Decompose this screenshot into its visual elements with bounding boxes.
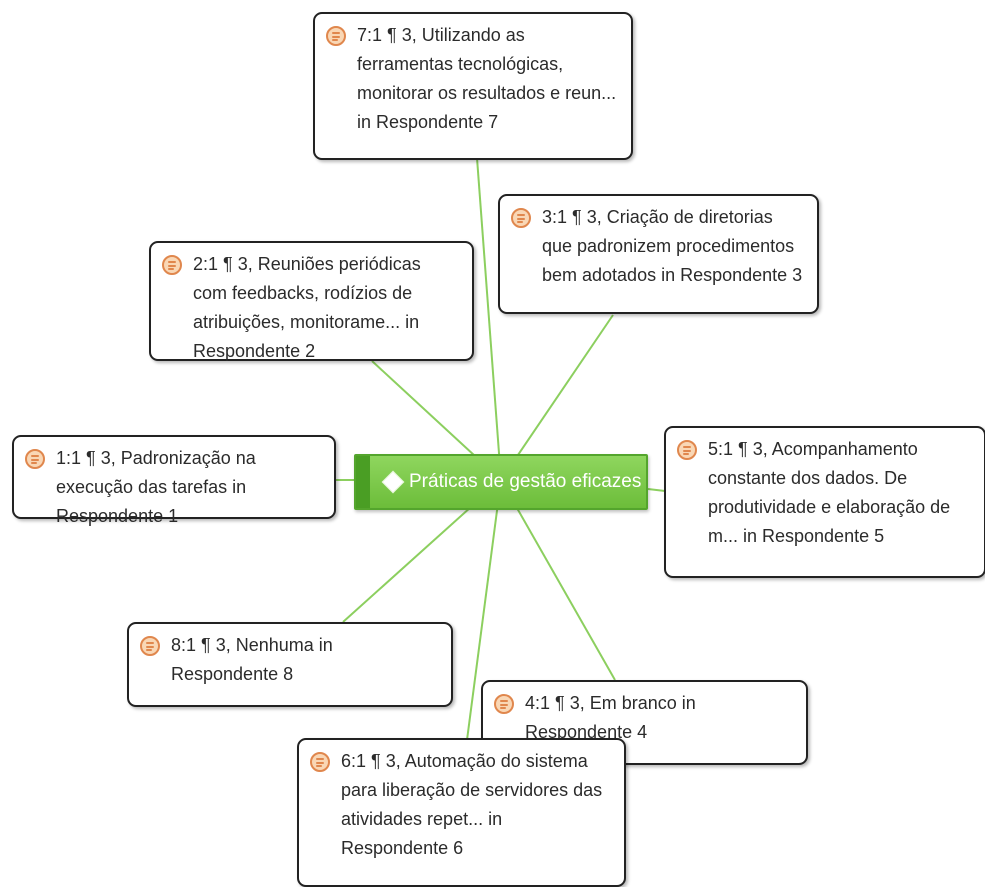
code-node-praticas-de-gestao-eficazes[interactable]: Práticas de gestão eficazes xyxy=(354,454,648,510)
link-q5 xyxy=(647,488,666,492)
quotation-icon xyxy=(326,26,346,46)
code-color-strip xyxy=(356,456,370,508)
quotation-icon xyxy=(162,255,182,275)
quotation-node-q7[interactable]: 7:1 ¶ 3, Utilizando as ferramentas tecno… xyxy=(313,12,633,160)
code-label: Práticas de gestão eficazes xyxy=(409,471,642,492)
quotation-text: 1:1 ¶ 3, Padronização na execução das ta… xyxy=(56,448,256,526)
quotation-text: 6:1 ¶ 3, Automação do sistema para liber… xyxy=(341,751,603,858)
quotation-icon xyxy=(677,440,697,460)
link-q6 xyxy=(466,479,502,741)
quotation-icon xyxy=(310,752,330,772)
quotation-icon xyxy=(25,449,45,469)
quotation-node-q3[interactable]: 3:1 ¶ 3, Criação de diretorias que padro… xyxy=(498,194,819,314)
quotation-icon xyxy=(140,636,160,656)
link-q4 xyxy=(500,479,616,681)
quotation-text: 4:1 ¶ 3, Em branco in Respondente 4 xyxy=(525,693,696,742)
quotation-icon xyxy=(511,208,531,228)
quotation-node-q8[interactable]: 8:1 ¶ 3, Nenhuma in Respondente 8 xyxy=(127,622,453,707)
link-q7 xyxy=(476,157,502,481)
quotation-text: 8:1 ¶ 3, Nenhuma in Respondente 8 xyxy=(171,635,333,684)
quotation-node-q5[interactable]: 5:1 ¶ 3, Acompanhamento constante dos da… xyxy=(664,426,985,578)
quotation-text: 5:1 ¶ 3, Acompanhamento constante dos da… xyxy=(708,439,951,546)
quotation-icon xyxy=(494,694,514,714)
quotation-node-q2[interactable]: 2:1 ¶ 3, Reuniões periódicas com feedbac… xyxy=(149,241,474,361)
quotation-text: 2:1 ¶ 3, Reuniões periódicas com feedbac… xyxy=(193,254,421,361)
quotation-text: 7:1 ¶ 3, Utilizando as ferramentas tecno… xyxy=(357,25,617,132)
diamond-icon xyxy=(381,470,405,494)
quotation-node-q6[interactable]: 6:1 ¶ 3, Automação do sistema para liber… xyxy=(297,738,626,887)
link-q3 xyxy=(500,314,614,481)
quotation-text: 3:1 ¶ 3, Criação de diretorias que padro… xyxy=(542,207,803,285)
quotation-node-q1[interactable]: 1:1 ¶ 3, Padronização na execução das ta… xyxy=(12,435,336,526)
